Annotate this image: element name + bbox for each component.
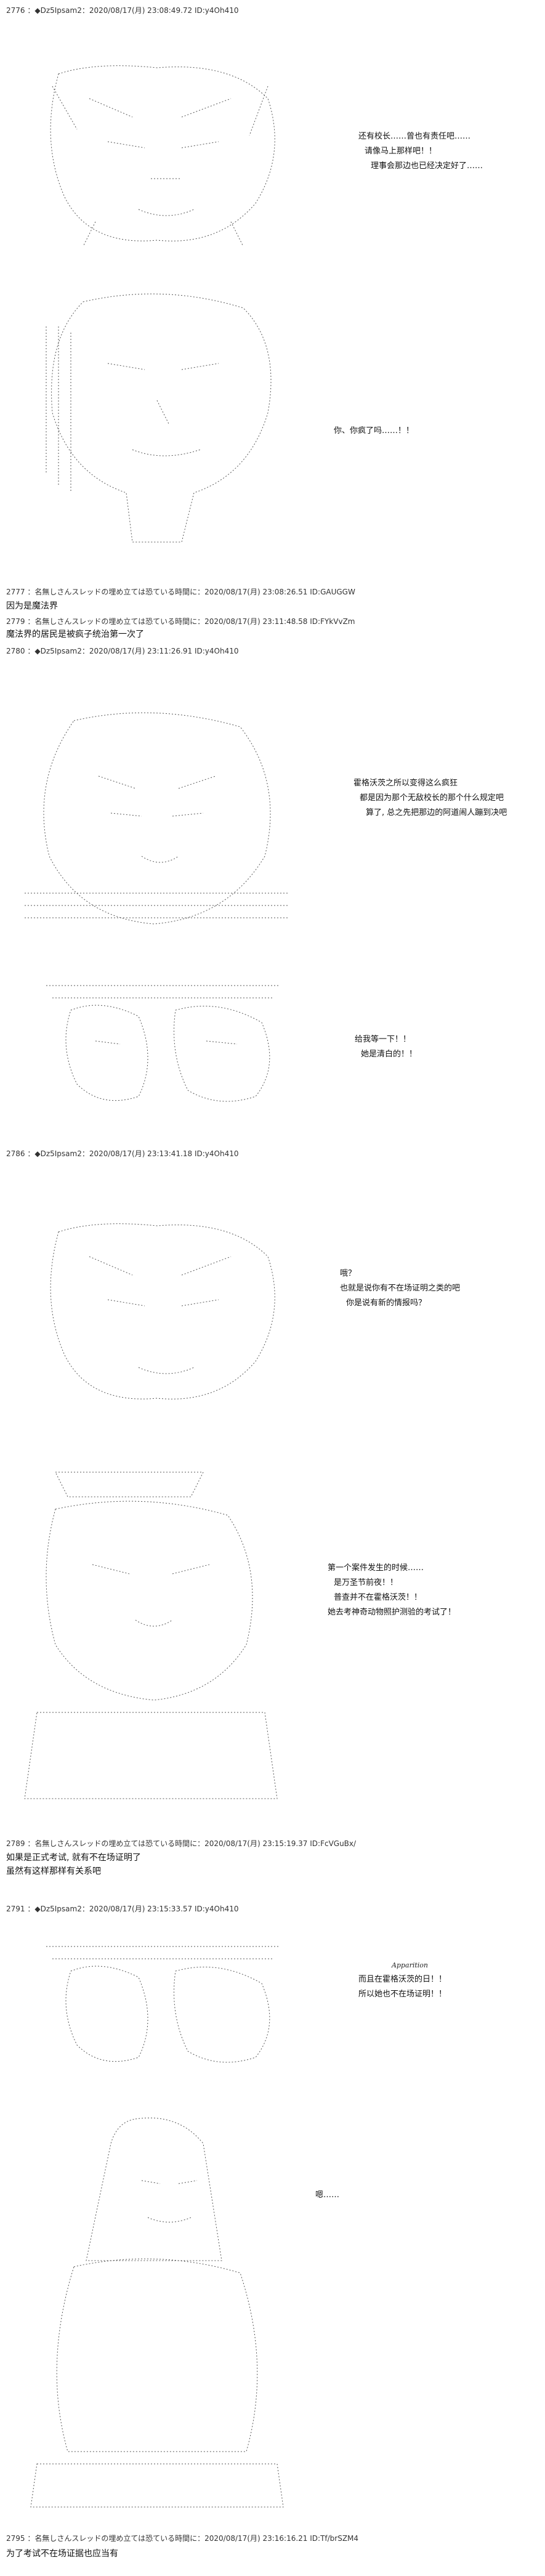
post-header: 2795 ：名無しさんスレッドの埋め立ては恐ている時間に：2020/08/17(… bbox=[6, 2534, 359, 2543]
dialogue-line: 还有校长……曾也有责任吧…… bbox=[358, 132, 471, 141]
dialogue-line: 哦？ bbox=[340, 1269, 357, 1278]
post-body: 虽然有这样那样有关系吧 bbox=[6, 1866, 101, 1876]
dialogue-line: 她去考神奇动物照护测验的考试了！ bbox=[328, 1608, 456, 1617]
dialogue-line: 你是说有新的情报吗？ bbox=[346, 1298, 427, 1308]
dialogue-line: 第一个案件发生的时候…… bbox=[328, 1563, 424, 1573]
post-body: 为了考试不在场证据也应当有 bbox=[6, 2549, 118, 2559]
dialogue-line: 是万圣节前夜！！ bbox=[334, 1578, 398, 1587]
ascii-art-figure bbox=[18, 1460, 283, 1805]
dialogue-line: 所以她也不在场证明！！ bbox=[358, 1990, 447, 1999]
ascii-art-figure bbox=[18, 708, 296, 942]
dialogue-line: 理事会那边也已经决定好了…… bbox=[371, 161, 483, 171]
post-body: 如果是正式考试, 就有不在场证明了 bbox=[6, 1853, 141, 1863]
ascii-art-figure bbox=[34, 1220, 299, 1404]
dialogue-line: 你、你疯了吗……！！ bbox=[334, 426, 414, 435]
post-header: 2779 ：名無しさんスレッドの埋め立ては恐ている時間に：2020/08/17(… bbox=[6, 617, 355, 626]
dialogue-line: 霍格沃茨之所以变得这么疯狂 bbox=[353, 779, 458, 788]
post-header: 2791 ：◆Dz5Ipsam2：2020/08/17(月) 23:15:33.… bbox=[6, 1905, 239, 1913]
dialogue-line: 嗯…… bbox=[315, 2190, 340, 2200]
dialogue-line: 给我等一下！！ bbox=[355, 1035, 411, 1044]
dialogue-line: 她是清白的！！ bbox=[361, 1050, 418, 1059]
ascii-art-figure bbox=[34, 290, 293, 548]
ascii-art-figure bbox=[34, 973, 293, 1115]
dialogue-line: 都是因为那个无敌校长的那个什么规定吧 bbox=[360, 793, 504, 803]
ascii-art-figure bbox=[25, 2107, 289, 2513]
post-header: 2786 ：◆Dz5Ipsam2：2020/08/17(月) 23:13:41.… bbox=[6, 1149, 239, 1158]
dialogue-line: 算了, 总之先把那边的阿道闹人蹦到决吧 bbox=[366, 808, 507, 817]
post-header: 2780 ：◆Dz5Ipsam2：2020/08/17(月) 23:11:26.… bbox=[6, 647, 239, 655]
post-body: 魔法界的居民是被疯子统治第一次了 bbox=[6, 630, 144, 639]
ascii-art-figure bbox=[34, 1934, 293, 2070]
dialogue-line: 请像马上那样吧！！ bbox=[365, 147, 437, 156]
dialogue-line: 也就是说你有不在场证明之类的吧 bbox=[340, 1284, 461, 1293]
dialogue-line: 而且在霍格沃茨的日！！ bbox=[358, 1975, 447, 1984]
post-body: 因为是魔法界 bbox=[6, 601, 58, 611]
annotation-apparition: Apparition bbox=[392, 1961, 429, 1969]
ascii-art-figure bbox=[34, 62, 299, 253]
post-header: 2776 ：◆Dz5Ipsam2：2020/08/17(月) 23:08:49.… bbox=[6, 6, 239, 15]
post-header: 2789 ：名無しさんスレッドの埋め立ては恐ている時間に：2020/08/17(… bbox=[6, 1839, 357, 1848]
post-header: 2777 ：名無しさんスレッドの埋め立ては恐ている時間に：2020/08/17(… bbox=[6, 588, 355, 596]
dialogue-line: 普查并不在霍格沃茨！！ bbox=[334, 1593, 422, 1602]
